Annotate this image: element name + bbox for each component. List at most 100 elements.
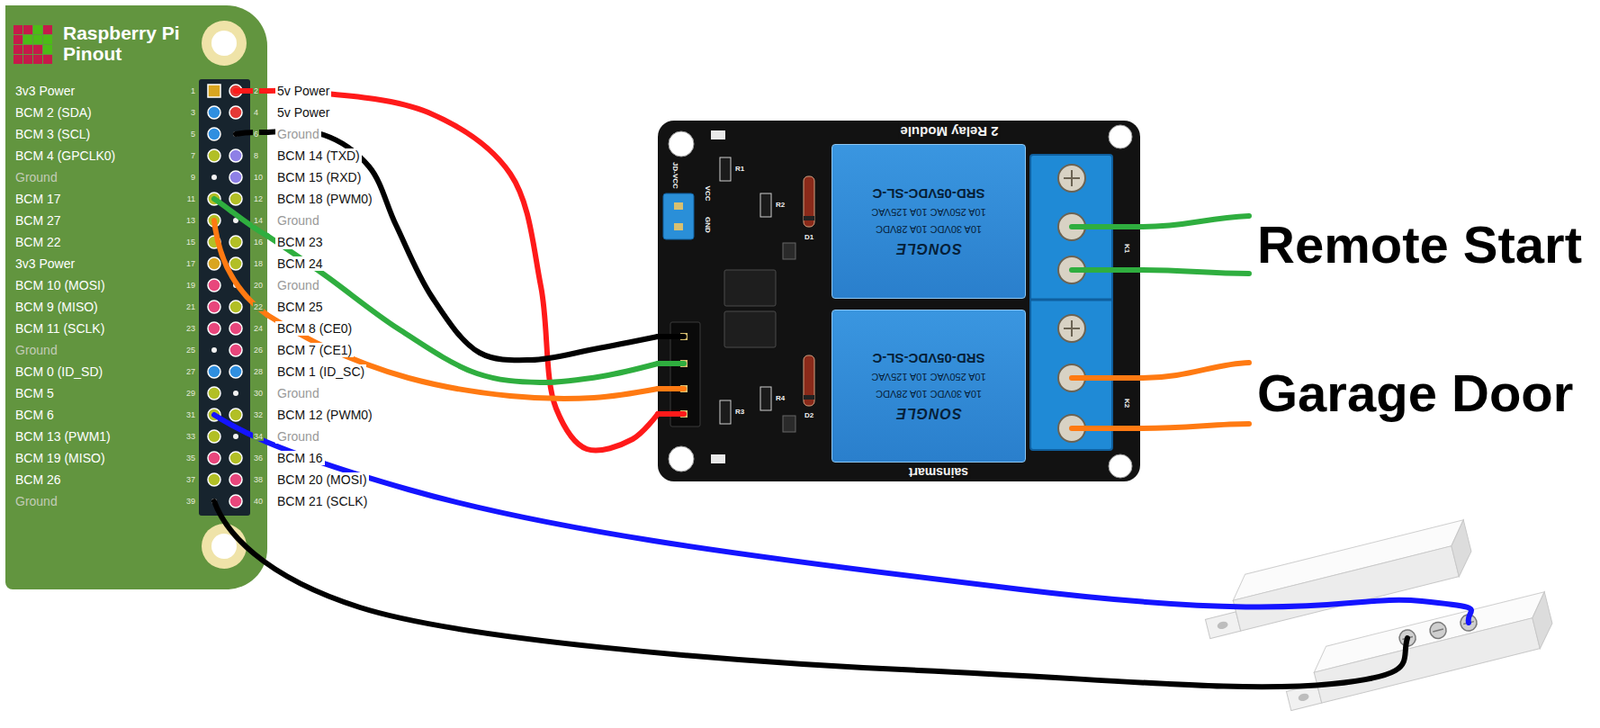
pin-number: 36 xyxy=(252,453,264,463)
pin-number: 13 xyxy=(185,215,197,225)
pin-number: 39 xyxy=(185,496,197,506)
silkscreen-label: R1 xyxy=(734,164,746,173)
silkscreen-label: R3 xyxy=(734,407,746,416)
pin-label: BCM 15 (RXD) xyxy=(275,170,363,185)
pin xyxy=(229,235,243,249)
logo-cell xyxy=(23,25,33,35)
pin-number: 14 xyxy=(252,215,264,225)
terminal-divider xyxy=(1030,298,1113,302)
reed-tab-hole xyxy=(1216,620,1230,631)
mounting-hole xyxy=(201,20,247,66)
resistor xyxy=(760,193,772,217)
wire-stub xyxy=(657,360,684,367)
resistor xyxy=(719,157,731,181)
relay-part-number: SRD-05VDC-SL-C xyxy=(872,186,986,202)
pin-label: BCM 26 xyxy=(13,472,63,487)
pin xyxy=(229,322,243,335)
silkscreen-label: D2 xyxy=(803,411,815,420)
pin xyxy=(207,278,221,292)
output-wire xyxy=(1071,215,1250,227)
pin-label: BCM 3 (SCL) xyxy=(13,126,92,142)
pin-number: 30 xyxy=(252,388,264,398)
pin-label: BCM 17 xyxy=(13,191,63,207)
mounting-hole xyxy=(668,446,694,472)
pin-number: 38 xyxy=(252,475,264,485)
silkscreen-label: GND xyxy=(702,215,711,234)
pin-number: 31 xyxy=(185,410,197,420)
output-label: Garage Door xyxy=(1255,363,1575,424)
pin xyxy=(229,451,243,465)
pin xyxy=(207,365,221,378)
pin-number: 12 xyxy=(252,194,264,204)
pin xyxy=(207,127,221,141)
pin xyxy=(207,322,221,335)
pin xyxy=(229,149,243,162)
reed-front xyxy=(1232,546,1459,631)
pin-number: 4 xyxy=(252,107,260,117)
pin xyxy=(211,174,217,180)
pin-label: BCM 25 xyxy=(275,299,325,315)
transistor xyxy=(782,242,796,260)
logo-cell xyxy=(13,25,23,35)
pin-number: 3 xyxy=(189,107,197,117)
pin-number: 23 xyxy=(185,323,197,333)
pin xyxy=(207,84,221,98)
pin xyxy=(229,170,243,184)
wire xyxy=(267,131,658,360)
pin xyxy=(233,433,239,440)
relay-brand: SONGLE xyxy=(895,240,962,257)
pin-number: 32 xyxy=(252,410,264,420)
module-title: 2 Relay Module xyxy=(898,123,1000,139)
pin-label: BCM 13 (PWM1) xyxy=(13,429,113,444)
silkscreen-label: D1 xyxy=(803,233,815,242)
pin-label: 3v3 Power xyxy=(13,256,77,271)
relay-brand: SONGLE xyxy=(895,404,962,422)
pin xyxy=(229,257,243,270)
pin-label: Ground xyxy=(275,386,322,401)
diode-band xyxy=(803,215,815,221)
wire-stub xyxy=(657,333,684,340)
pin-number: 29 xyxy=(185,388,197,398)
screw-slot xyxy=(1402,621,1475,640)
pin-number: 2 xyxy=(252,86,260,96)
pin-label: BCM 1 (ID_SC) xyxy=(275,364,367,379)
silkscreen-label: R4 xyxy=(774,394,786,403)
screw-slot xyxy=(1063,170,1080,337)
relay-rating: 10A 30VDC 10A 28VDC xyxy=(875,387,982,400)
output-wire xyxy=(1071,362,1250,378)
brand-mark: sainsmart xyxy=(907,465,971,479)
logo-cell xyxy=(23,44,33,54)
wire-stub xyxy=(235,132,268,135)
pin-label: Ground xyxy=(275,126,322,142)
wire xyxy=(267,235,658,383)
pi-board xyxy=(5,5,268,590)
terminal-screws xyxy=(1058,164,1086,442)
logo-cell xyxy=(33,25,43,35)
pin-number: 8 xyxy=(252,151,260,161)
resistor xyxy=(760,386,772,411)
optocoupler xyxy=(724,269,776,306)
pin xyxy=(207,386,221,400)
diode xyxy=(803,176,815,227)
relay-coil: SRD-05VDC-SL-C10A 250VAC 10A 125VAC10A 3… xyxy=(831,309,1026,463)
silkscreen-label: K2 xyxy=(1122,397,1131,409)
pin xyxy=(229,192,243,206)
pin-label: BCM 24 xyxy=(275,256,325,271)
wire-stub xyxy=(214,198,268,236)
pin-label: BCM 11 (SCLK) xyxy=(13,321,107,336)
pin-number: 6 xyxy=(252,129,260,139)
pin-number: 24 xyxy=(252,323,264,333)
pin xyxy=(211,347,217,353)
pin xyxy=(229,343,243,357)
logo-cell xyxy=(43,35,53,45)
pin-label: BCM 23 xyxy=(275,234,325,250)
pin-number: 15 xyxy=(185,237,197,247)
pin xyxy=(207,473,221,486)
pin-number: 33 xyxy=(185,431,197,441)
wire-stub xyxy=(657,411,684,417)
pin-label: BCM 22 xyxy=(13,234,63,250)
pin-number: 40 xyxy=(252,496,264,506)
pin xyxy=(229,494,243,508)
wire-stub xyxy=(235,88,268,94)
output-wire xyxy=(1071,269,1250,274)
